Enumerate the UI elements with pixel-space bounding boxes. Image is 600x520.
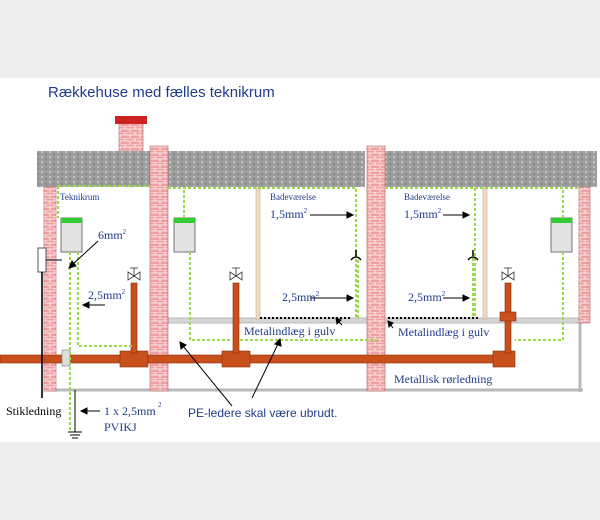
label-service-cable: Stikledning bbox=[6, 404, 62, 418]
label-floor-insert-left: Metalindlæg i gulv bbox=[244, 324, 336, 338]
room-label-bath-right: Badeværelse bbox=[404, 192, 450, 202]
main-pipe bbox=[0, 349, 516, 368]
label-25mm-teknikrum: 2,5mm2 bbox=[88, 288, 126, 302]
label-25mm-bath-right: 2,5mm2 bbox=[408, 290, 446, 304]
chimney bbox=[115, 116, 147, 152]
fuse-boxes bbox=[60, 217, 573, 253]
label-metal-pipe: Metallisk rørledning bbox=[394, 372, 493, 386]
valve-pipes bbox=[130, 282, 517, 354]
diagram-drawing bbox=[0, 116, 597, 439]
label-25mm-bath-left: 2,5mm2 bbox=[282, 290, 320, 304]
page-title: Rækkehuse med fælles teknikrum bbox=[48, 84, 275, 101]
room-label-bath-left: Badeværelse bbox=[270, 192, 316, 202]
ground-symbol bbox=[68, 390, 82, 439]
label-6mm: 6mm2 bbox=[98, 228, 127, 242]
valve-icons bbox=[127, 267, 515, 281]
label-ground-cable: 1 x 2,5mm bbox=[104, 404, 156, 418]
shower-icons bbox=[350, 250, 479, 261]
service-cable bbox=[37, 247, 62, 398]
label-floor-insert-right: Metalindlæg i gulv bbox=[398, 325, 490, 339]
arrows bbox=[68, 211, 471, 415]
roof bbox=[37, 151, 597, 187]
diagram-canvas bbox=[0, 78, 600, 442]
label-ground-cable-type: PVIKJ bbox=[104, 420, 137, 434]
brick-columns bbox=[43, 145, 591, 392]
label-15mm-bath-left: 1,5mm2 bbox=[270, 207, 308, 221]
label-ground-cable-sup: 2 bbox=[158, 401, 162, 409]
room-label-teknikrum: Teknikrum bbox=[60, 192, 100, 202]
label-15mm-bath-right: 1,5mm2 bbox=[404, 207, 442, 221]
label-pe-note: PE-ledere skal være ubrudt. bbox=[188, 406, 338, 420]
pe-conductors bbox=[57, 185, 578, 432]
